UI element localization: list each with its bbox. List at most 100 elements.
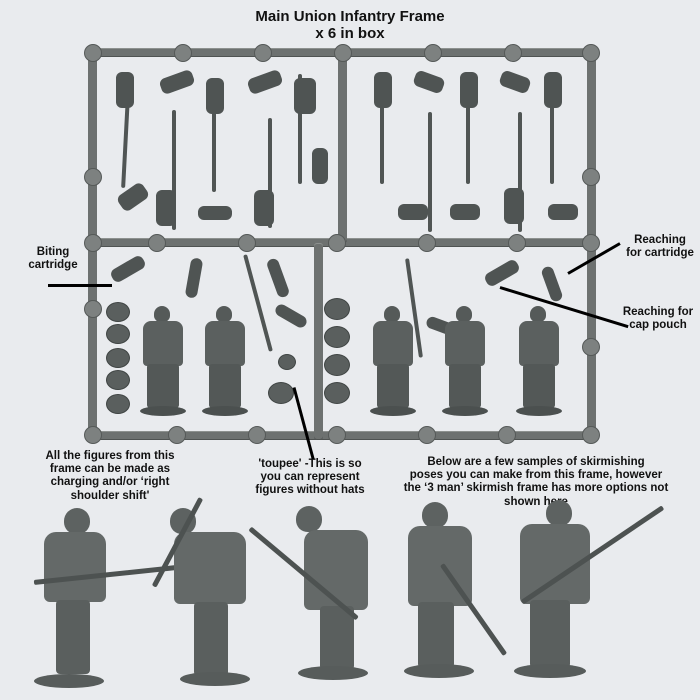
label-line: you can represent xyxy=(260,471,360,484)
label-line: shoulder shift' xyxy=(70,489,150,502)
infantry-body-figure xyxy=(368,306,418,418)
label-line: the ‘3 man’ skirmish frame has more opti… xyxy=(403,482,669,495)
head-part xyxy=(106,302,130,322)
head-part xyxy=(324,326,350,348)
head-part xyxy=(106,348,130,368)
infantry-body-figure xyxy=(514,306,564,418)
biting-cartridge-arm xyxy=(108,253,148,285)
biting-cartridge-label: Biting cartridge xyxy=(18,246,88,272)
label-line: poses you can make from this frame, howe… xyxy=(409,469,663,482)
label-line: Biting xyxy=(36,246,70,258)
assembled-figure-shoulder-shift xyxy=(151,497,250,688)
rifle-arm-part xyxy=(298,74,302,184)
arm-part xyxy=(498,69,532,95)
assembled-figure-standing xyxy=(402,502,508,682)
sprue-gate xyxy=(328,234,346,252)
arm-part xyxy=(273,302,309,330)
charging-note: All the figures from this frame can be m… xyxy=(30,450,190,503)
label-line: Reaching for xyxy=(622,306,694,318)
arm-part xyxy=(398,204,428,220)
frame-title-line2: x 6 in box xyxy=(315,25,385,43)
reaching-cartridge-label: Reaching for cartridge xyxy=(620,234,700,260)
rifle-part xyxy=(268,118,272,228)
reaching-cap-pouch-arm xyxy=(482,257,522,289)
sprue-gate xyxy=(328,426,346,444)
arm-part xyxy=(374,72,392,108)
arm-part xyxy=(294,78,316,114)
arm-part xyxy=(198,206,232,220)
reaching-cartridge-arm xyxy=(540,265,564,303)
arm-part xyxy=(158,68,196,96)
assembled-figure-aiming xyxy=(510,500,665,680)
rifle-arm-part xyxy=(212,82,216,192)
arm-part xyxy=(460,72,478,108)
infantry-body-figure xyxy=(200,306,250,418)
label-line: Below are a few samples of skirmishing xyxy=(427,456,645,468)
frame-title: Main Union Infantry Frame x 6 in box xyxy=(200,8,500,43)
sprue-gate xyxy=(84,44,102,62)
head-part xyxy=(106,394,130,414)
sprue-gate xyxy=(582,338,600,356)
sprue-gate xyxy=(174,44,192,62)
head-part xyxy=(106,324,130,344)
sprue-gate xyxy=(84,300,102,318)
sprue-gate xyxy=(254,44,272,62)
sprue-upper-divider xyxy=(338,48,347,243)
sprue-lower-divider xyxy=(314,243,323,440)
reaching-cap-pouch-label: Reaching for cap pouch xyxy=(616,306,700,332)
arm-part xyxy=(312,148,328,184)
sprue-gate xyxy=(582,44,600,62)
arm-part xyxy=(246,68,284,96)
label-line: figures without hats xyxy=(255,484,365,497)
arm-part xyxy=(548,204,578,220)
head-part xyxy=(106,370,130,390)
label-line: charging and/or ‘right xyxy=(50,476,170,489)
sprue-gate xyxy=(418,426,436,444)
sprue-gate xyxy=(582,168,600,186)
arm-part xyxy=(116,72,134,108)
sprue-gate xyxy=(498,426,516,444)
label-line: frame can be made as xyxy=(49,463,171,476)
sprue-gate xyxy=(582,426,600,444)
label-line: cartridge xyxy=(28,259,78,272)
arm-part xyxy=(504,188,524,224)
sprue-gate xyxy=(424,44,442,62)
label-line: cap pouch xyxy=(629,319,687,332)
head-part xyxy=(324,298,350,320)
sprue-gate xyxy=(238,234,256,252)
sprue-gate xyxy=(418,234,436,252)
sprue-gate xyxy=(168,426,186,444)
rifle-part xyxy=(518,112,522,232)
toupee-part xyxy=(278,354,296,370)
sprue-gate xyxy=(334,44,352,62)
head-part xyxy=(324,382,350,404)
sprue-gate xyxy=(84,234,102,252)
toupee-note: 'toupee' -This is so you can represent f… xyxy=(240,458,380,498)
pointer-line xyxy=(48,284,112,287)
arm-part xyxy=(450,204,480,220)
head-part xyxy=(324,354,350,376)
infantry-body-figure xyxy=(138,306,188,418)
label-line: 'toupee' -This is so xyxy=(258,458,362,470)
sprue-gate xyxy=(582,234,600,252)
infantry-body-figure xyxy=(440,306,490,418)
arm-part xyxy=(412,69,446,95)
arm-part xyxy=(265,257,291,299)
plastic-sprue-frame xyxy=(84,44,600,444)
rifle-part xyxy=(428,112,432,232)
sprue-gate xyxy=(508,234,526,252)
assembled-figure-biting xyxy=(248,506,390,686)
arm-part xyxy=(206,78,224,114)
rifle-arm-part xyxy=(380,74,384,184)
rifle-part xyxy=(172,110,176,230)
label-line: Reaching xyxy=(634,234,686,246)
arm-part xyxy=(156,190,176,226)
label-line: for cartridge xyxy=(626,247,694,260)
sprue-gate xyxy=(84,168,102,186)
sprue-gate xyxy=(248,426,266,444)
label-line: All the figures from this xyxy=(45,450,175,462)
sprue-gate xyxy=(504,44,522,62)
sprue-gate xyxy=(148,234,166,252)
rifle-arm-part xyxy=(550,74,554,184)
arm-part xyxy=(184,257,204,299)
